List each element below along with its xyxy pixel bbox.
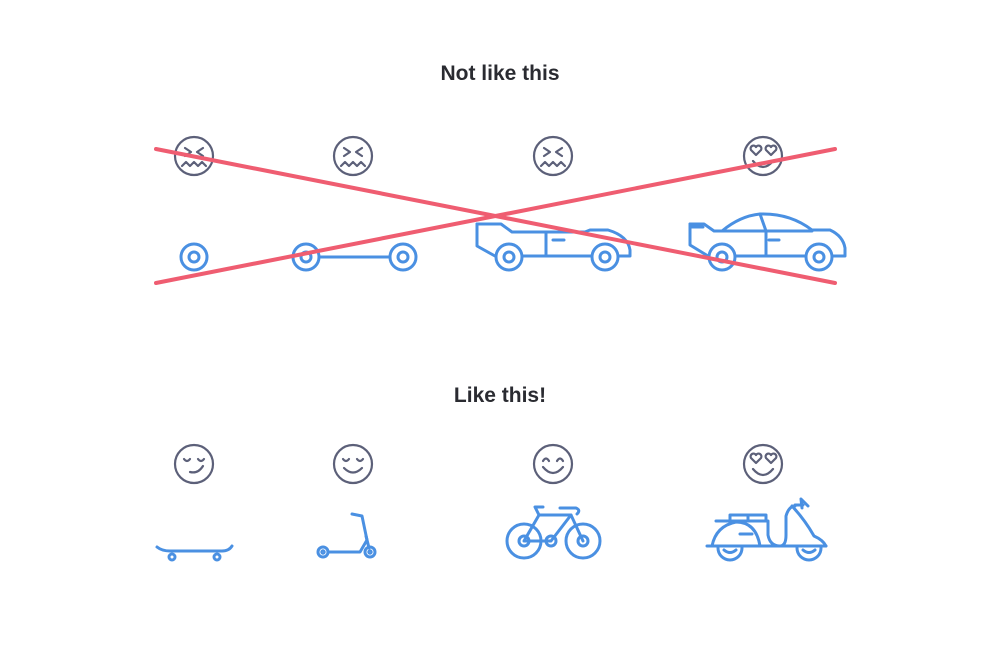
kick-scooter-icon [316,512,377,559]
bicycle-icon [505,505,602,560]
heart-eyes-face-icon [742,135,784,177]
relieved-smirk-face-icon [173,443,215,485]
title-like-this: Like this! [453,384,547,407]
car-icon [688,212,847,272]
confounded-face-icon [532,135,574,177]
confounded-face-icon [332,135,374,177]
heart-eyes-face-icon [742,443,784,485]
title-not-like-this: Not like this [440,62,560,85]
wheel-icon [179,242,209,272]
car-without-roof-icon [475,222,632,272]
cross-out-mark [154,147,837,285]
skateboard-icon [155,544,234,562]
motor-scooter-icon [705,497,828,562]
wheels-with-axle-icon [291,242,418,272]
content-face-icon [332,443,374,485]
grinning-face-icon [532,443,574,485]
